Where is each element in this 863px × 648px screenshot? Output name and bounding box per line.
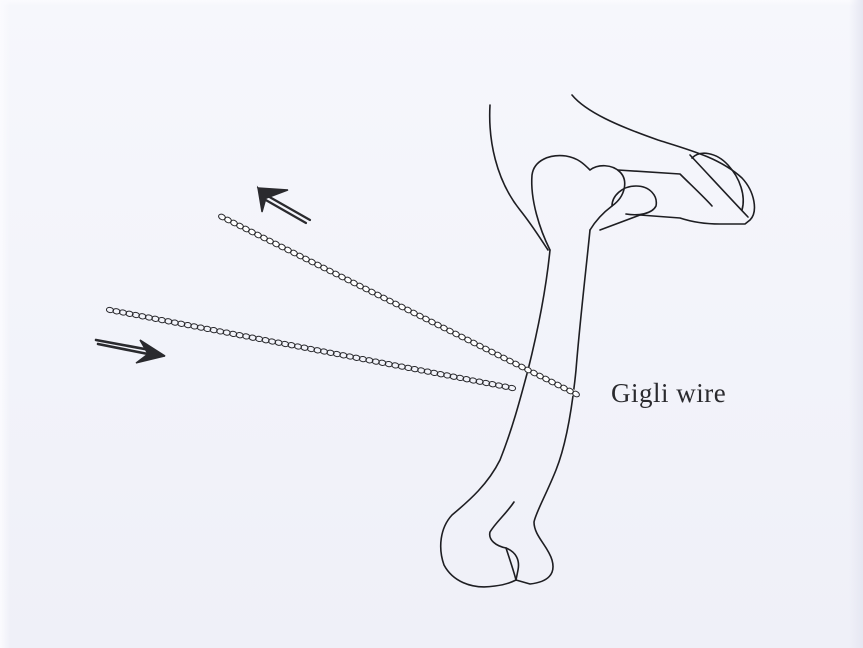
acetabulum-rim <box>618 170 712 206</box>
upper-arrow-icon <box>258 188 310 223</box>
femur-shaft-left <box>441 250 550 587</box>
femur-head <box>532 156 625 250</box>
soft-tissue-line <box>490 105 548 250</box>
condyle-notch <box>490 502 519 580</box>
pelvis-inner-line <box>690 155 748 217</box>
lower-arrow-icon <box>96 340 165 363</box>
femur-shaft-right <box>516 230 590 584</box>
gigli-wire-label: Gigli wire <box>611 378 726 409</box>
pelvis-outline <box>572 95 754 230</box>
lower-wire-chain <box>106 307 516 391</box>
gigli-wire-chains <box>106 213 580 398</box>
